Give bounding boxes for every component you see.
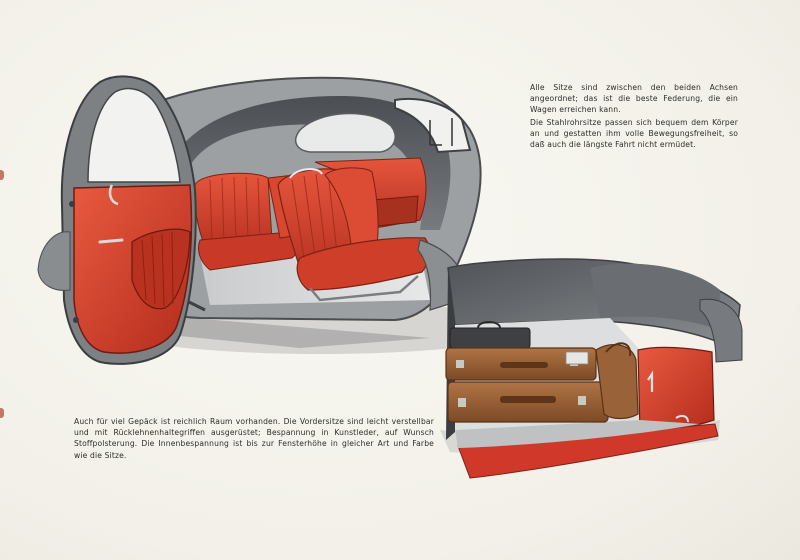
car-shadow-streak xyxy=(120,318,430,348)
seating-caption: Alle Sitze sind zwischen den beiden Achs… xyxy=(530,82,738,150)
luggage-caption: Auch für viel Gepäck ist reichlich Raum … xyxy=(74,416,434,461)
floor-mat xyxy=(455,420,700,448)
front-seat-cushion xyxy=(296,237,430,291)
seat-headrest-handle xyxy=(289,168,323,179)
page-edge-mark xyxy=(0,408,4,418)
suitcase-bottom-strap xyxy=(500,396,556,403)
front-seat-second-back xyxy=(324,167,379,256)
leather-satchel xyxy=(595,343,639,420)
briefcase-handle-icon xyxy=(477,321,501,329)
rear-red-panel xyxy=(637,346,715,433)
satchel-strap xyxy=(605,342,632,357)
suitcase-top-latch xyxy=(456,360,464,368)
rear-window xyxy=(294,112,396,153)
door-handle-icon xyxy=(98,238,124,244)
suitcase-top-strap xyxy=(500,362,548,368)
door-pocket xyxy=(131,228,191,310)
trunk-upper-bulge xyxy=(590,263,720,330)
door-hinge xyxy=(73,317,79,323)
panel-latch-icon xyxy=(675,414,689,423)
window-crank-icon xyxy=(429,118,453,146)
door-window-glass xyxy=(87,87,181,183)
seating-caption-paragraph-2: Die Stahlrohrsitze passen sich bequem de… xyxy=(530,117,738,150)
door-pocket-pleats xyxy=(141,231,174,307)
door-hinge xyxy=(69,201,75,207)
front-fender xyxy=(37,231,71,291)
seating-caption-paragraph-1: Alle Sitze sind zwischen den beiden Achs… xyxy=(530,83,738,115)
rear-fender-arch xyxy=(699,298,743,363)
luggage-caption-paragraph: Auch für viel Gepäck ist reichlich Raum … xyxy=(74,417,434,460)
briefcase-small xyxy=(449,327,531,349)
suitcase-bottom-latch xyxy=(458,398,466,407)
panel-handle-icon xyxy=(647,370,654,392)
window-winder-icon xyxy=(108,184,119,206)
suitcase-bottom-latch xyxy=(578,396,586,405)
spare-item xyxy=(565,351,589,365)
page-edge-mark xyxy=(0,170,4,180)
rear-seat-pleats xyxy=(209,176,261,243)
seat-tube-frame xyxy=(309,275,419,302)
